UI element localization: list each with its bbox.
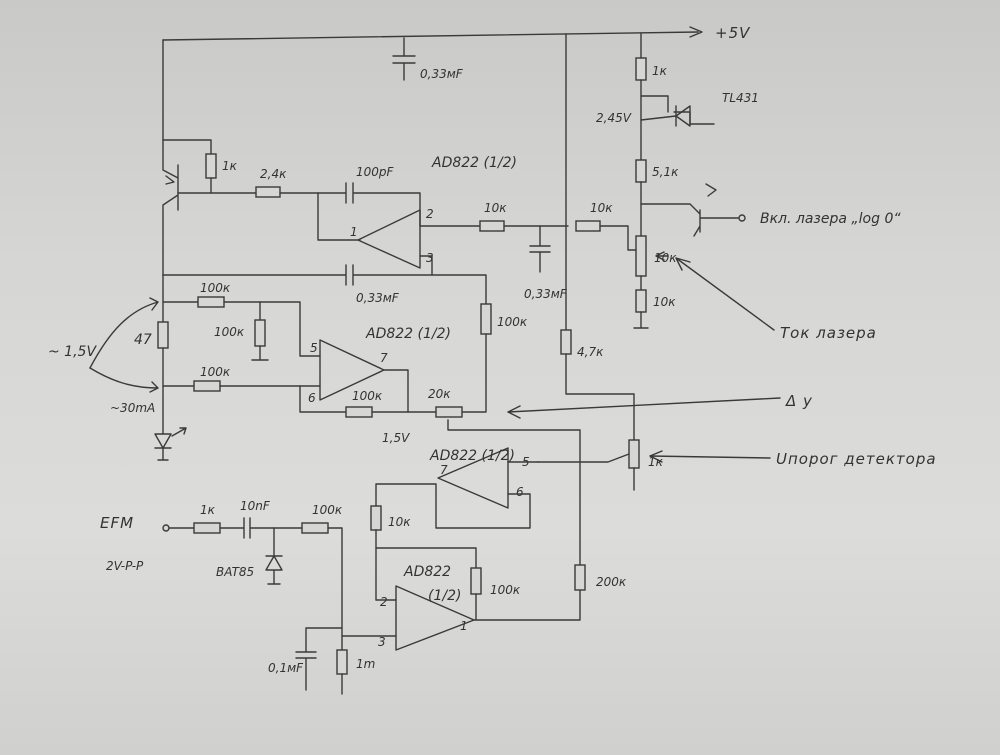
opamp-4: 100к AD822 (1/2) 2 3 1 200к (341, 547, 627, 651)
opamp4-half: (1/2) (428, 588, 461, 604)
c-033-a-label: 0,33мF (524, 287, 568, 301)
opamp2-label: AD822 (1/2) (365, 326, 451, 342)
r-24k-label: 2,4к (260, 167, 287, 181)
r-10k-c-label: 10к (653, 295, 676, 309)
v245-label: 2,45V (596, 111, 632, 125)
opamp-3: AD822 (1/2) 7 5 6 10к (370, 447, 539, 601)
pin3-d: 3 (378, 635, 386, 649)
pin2-a: 2 (426, 207, 434, 221)
c-100pf-label: 100pF (356, 165, 395, 179)
r-10k-d-label: 10к (388, 515, 411, 529)
pot-10k-label: 10к (654, 251, 677, 265)
v15-label: ~ 1,5V (48, 344, 97, 360)
r-100k-e-label: 100к (352, 389, 383, 403)
pin3-a: 3 (426, 251, 434, 265)
r-47k-label: 4,7к (577, 345, 604, 359)
r-top-label: 1к (652, 64, 668, 78)
r-51k-label: 5,1к (652, 165, 679, 179)
r-100k-fb-label: 100к (490, 583, 521, 597)
r-47-label: 47 (134, 332, 152, 348)
pin1-a: 1 (350, 225, 358, 239)
pin1-d: 1 (460, 619, 468, 633)
pot-1k-label: 1к (648, 455, 664, 469)
tl431-label: TL431 (722, 91, 759, 105)
cap-top: 0,33мF (392, 37, 464, 81)
laser-on-label: Вкл. лазера „log 0“ (760, 211, 901, 227)
pot-20k-label: 20к (428, 387, 451, 401)
r-10k-b-label: 10к (590, 201, 613, 215)
r-1k-efm-label: 1к (200, 503, 216, 517)
efm-level-label: 2V-P-P (106, 559, 144, 573)
r-100k-efm-label: 100к (312, 503, 343, 517)
pin6-b: 6 (308, 391, 316, 405)
laser-current-label: Ток лазера (780, 324, 877, 342)
threshold-pot: 1к Uпорог детектора (537, 439, 937, 491)
threshold-label: Uпорог детектора (776, 450, 937, 468)
delta-y-label: Δ y (785, 392, 813, 410)
right-divider-chain: 1к TL431 2,45V 5,1к Вкл. лазера „log 0“ … (596, 33, 901, 342)
opamp4-label: AD822 (403, 564, 451, 580)
r-100k-c-label: 100к (214, 325, 245, 339)
bat85-label: BAT85 (216, 565, 254, 579)
r-100k-b-label: 100к (200, 281, 231, 295)
supply-rail: +5V (162, 24, 751, 141)
opamp3-label: AD822 (1/2) (429, 448, 515, 464)
r-10k-a-label: 10к (484, 201, 507, 215)
r-200k-label: 200к (596, 575, 627, 589)
pin7-c: 7 (440, 463, 448, 477)
c-033-b-label: 0,33мF (356, 291, 400, 305)
opamp-2: 47 100к 100к 100к AD822 (1/2) 5 7 6 100к… (134, 274, 813, 566)
c-10nf-label: 10nF (240, 499, 271, 513)
pin6-c: 6 (516, 485, 524, 499)
r-100k-d-label: 100к (200, 365, 231, 379)
efm-input: EFM 2V-P-P 1к 10nF BAT85 100к 0,1мF 1m (100, 499, 375, 695)
r-1m-label: 1m (356, 657, 375, 671)
opamp-1: AD822 (1/2) 2 1 3 10к 0,33мF (350, 155, 569, 301)
opamp1-label: AD822 (1/2) (431, 155, 517, 171)
i30-label: ~30mA (110, 401, 155, 415)
r-100k-a-label: 100к (497, 315, 528, 329)
efm-label: EFM (100, 514, 134, 532)
r-1k-base-label: 1к (222, 159, 238, 173)
c-01-label: 0,1мF (268, 661, 304, 675)
pin2-d: 2 (380, 595, 388, 609)
supply-label: +5V (715, 24, 751, 42)
pin5-b: 5 (310, 341, 318, 355)
laser-diode: ~ 1,5V ~30mA (48, 297, 187, 461)
driver-transistor: 1к 2,4к 100pF (162, 139, 421, 276)
pin7-b: 7 (380, 351, 388, 365)
cap-top-label: 0,33мF (420, 67, 464, 81)
feedback-network: 0,33мF 100к (162, 264, 528, 413)
pot-feed: 10к 4,7к (560, 33, 637, 441)
v15b-label: 1,5V (382, 431, 410, 445)
